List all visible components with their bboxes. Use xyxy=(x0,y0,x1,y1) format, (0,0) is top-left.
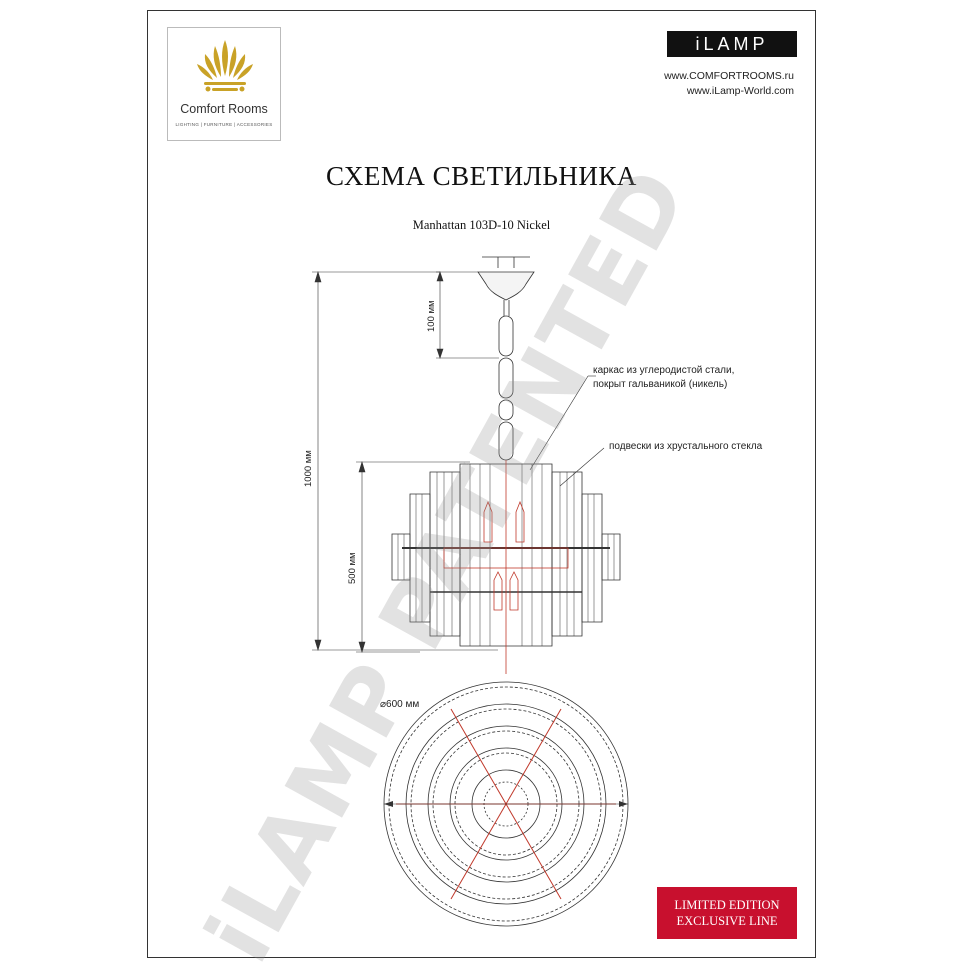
comfort-rooms-logo: Comfort Rooms LIGHTING | FURNITURE | ACC… xyxy=(167,27,281,141)
dim-total-height: 1000 мм xyxy=(303,450,314,487)
badge-line1: LIMITED EDITION xyxy=(674,898,780,912)
suspension-chain xyxy=(498,315,514,461)
drawing-sheet xyxy=(147,10,816,958)
frame-note-line2: покрыт гальваникой (никель) xyxy=(593,379,728,390)
page-title: СХЕМА СВЕТИЛЬНИКА xyxy=(326,161,637,191)
dimension-lines xyxy=(312,270,605,654)
website-ilamp: www.iLamp-World.com xyxy=(686,85,794,97)
website-comfortrooms: www.COMFORTROOMS.ru xyxy=(664,70,794,82)
frame-note-line1: каркас из углеродистой стали, xyxy=(593,365,735,376)
crystal-body-side xyxy=(391,463,621,647)
dim-diameter: ⌀600 мм xyxy=(380,699,420,710)
badge-line2: EXCLUSIVE LINE xyxy=(676,914,778,928)
crystal-note: подвески из хрустального стекла xyxy=(609,441,763,452)
crown-icon xyxy=(197,40,253,92)
logo-name: Comfort Rooms xyxy=(180,102,268,116)
top-view xyxy=(383,681,629,927)
ceiling-canopy xyxy=(477,256,535,316)
frame-note: каркас из углеродистой стали, покрыт гал… xyxy=(593,364,734,392)
ilamp-logo: iLAMP xyxy=(667,31,797,57)
model-name: Manhattan 103D-10 Nickel xyxy=(412,218,551,232)
dim-ceiling-gap: 100 мм xyxy=(426,300,437,332)
inner-frame xyxy=(443,460,569,674)
logo-tagline: LIGHTING | FURNITURE | ACCESSORIES xyxy=(175,122,273,127)
limited-edition-badge: LIMITED EDITION EXCLUSIVE LINE xyxy=(657,887,797,939)
dim-body-height: 500 мм xyxy=(347,552,358,584)
